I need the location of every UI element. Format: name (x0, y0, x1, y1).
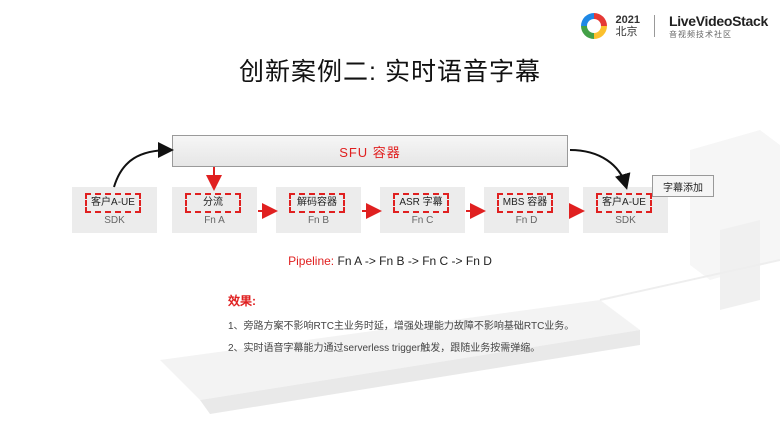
node-label: 客户A-UE (85, 193, 141, 213)
node-fn-c: ASR 字幕 Fn C (380, 187, 465, 233)
slide-title: 创新案例二: 实时语音字幕 (239, 58, 541, 86)
node-fn-d: MBS 容器 Fn D (484, 187, 569, 233)
node-label: MBS 容器 (497, 193, 553, 213)
node-label: 解码容器 (289, 193, 345, 213)
effects-section: 效果: 1、旁路方案不影响RTC主业务时延，增强处理能力故障不影响基础RTC业务… (228, 292, 574, 361)
node-sub: Fn B (307, 215, 330, 226)
header-logos: 2021 北京 LiveVideoStack 音视频技术社区 (581, 10, 768, 42)
note-label: 字幕添加 (663, 182, 703, 194)
effects-heading: 效果: (228, 294, 256, 308)
event-city: 北京 (615, 26, 638, 38)
conference-logo-icon (581, 13, 608, 39)
event-year: 2021 (615, 14, 640, 26)
node-label: 分流 (185, 193, 241, 213)
node-fn-a: 分流 Fn A (172, 187, 257, 233)
sfu-container: SFU 容器 (172, 135, 568, 167)
node-sub: Fn D (515, 215, 538, 226)
header-divider (653, 15, 655, 37)
node-label: ASR 字幕 (393, 193, 449, 213)
effects-item: 2、实时语音字幕能力通过serverless trigger触发，跟随业务按需弹… (228, 343, 541, 354)
pipeline-text: Pipeline: Fn A -> Fn B -> Fn C -> Fn D (0, 254, 780, 268)
node-sub: Fn A (204, 215, 225, 226)
node-label: 客户A-UE (596, 193, 652, 213)
event-date: 2021 北京 (615, 14, 639, 38)
brand-logo: LiveVideoStack 音视频技术社区 (669, 13, 768, 40)
pipeline-flow: Fn A -> Fn B -> Fn C -> Fn D (337, 254, 492, 268)
node-client-source: 客户A-UE SDK (72, 187, 157, 233)
node-sub: Fn C (411, 215, 434, 226)
node-sub: SDK (615, 215, 636, 226)
effects-item: 1、旁路方案不影响RTC主业务时延，增强处理能力故障不影响基础RTC业务。 (228, 321, 575, 332)
pipeline-label: Pipeline: (288, 254, 335, 268)
sfu-label: SFU 容器 (339, 144, 401, 160)
brand-subtitle: 音视频技术社区 (668, 29, 732, 39)
node-sub: SDK (104, 215, 125, 226)
node-fn-b: 解码容器 Fn B (276, 187, 361, 233)
brand-name: LiveVideoStack (668, 12, 768, 29)
subtitle-add-note: 字幕添加 (652, 175, 714, 197)
